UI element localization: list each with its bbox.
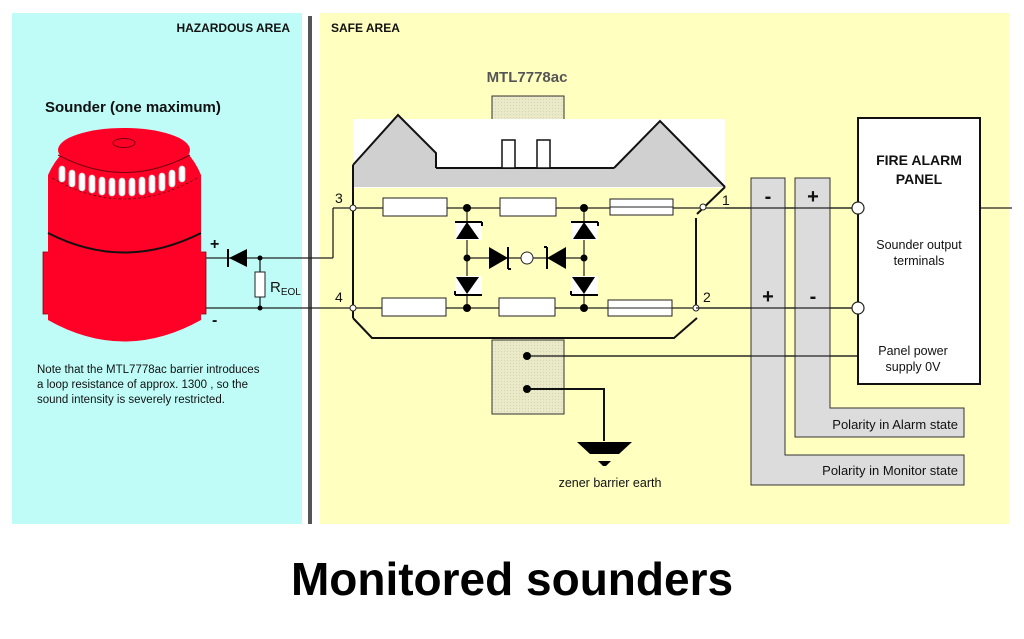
sounder-minus-label: - (212, 312, 217, 329)
resistor-icon (498, 297, 556, 317)
panel-power-1: Panel power (878, 344, 948, 358)
polarity-monitor: - + Polarity in Monitor state (750, 177, 965, 486)
terminal-3 (349, 204, 357, 212)
barrier-fuses (607, 198, 674, 317)
hazardous-area-label: HAZARDOUS AREA (176, 21, 290, 35)
terminal-4-label: 4 (335, 289, 343, 305)
safe-area-label: SAFE AREA (331, 21, 400, 35)
barrier-top-block (491, 95, 565, 121)
terminal-1-label: 1 (722, 192, 730, 208)
zener-diodes (454, 221, 599, 296)
earth-label: zener barrier earth (559, 476, 662, 490)
terminal-4 (349, 304, 357, 312)
panel-title-2: PANEL (896, 171, 943, 187)
eol-resistor-label: REOL (270, 279, 301, 298)
zener-diode-icon (455, 221, 483, 240)
sounder-label: Sounder (one maximum) (45, 99, 221, 116)
resistor-icon (499, 197, 557, 217)
note-line-2: a loop resistance of approx. 1300 , so t… (37, 379, 248, 391)
panel-title-1: FIRE ALARM (876, 152, 962, 168)
panel-terminal-positive (851, 201, 865, 215)
resistor-icon (382, 197, 448, 217)
note-line-1: Note that the MTL7778ac barrier introduc… (37, 364, 260, 376)
fire-alarm-panel (857, 117, 981, 385)
eol-resistor-icon (254, 271, 266, 298)
zener-diode-icon (489, 247, 511, 270)
note-line-3: sound intensity is severely restricted. (37, 394, 225, 406)
panel-power-2: supply 0V (886, 360, 942, 374)
monitor-bottom-sign: + (762, 286, 774, 308)
panel-terminals-2: terminals (894, 254, 945, 268)
note-text: Note that the MTL7778ac barrier introduc… (37, 364, 260, 406)
panel-terminals-1: Sounder output (876, 238, 962, 252)
junction-dots (463, 204, 588, 312)
zener-diode-icon (570, 276, 598, 296)
zener-diode-icon (454, 276, 482, 296)
barrier-name: MTL7778ac (487, 69, 568, 86)
sounder-icon (42, 128, 207, 342)
earth-ground-icon (577, 442, 632, 466)
alarm-top-sign: + (807, 186, 819, 208)
barrier-resistors (381, 197, 557, 317)
page-title: Monitored sounders (290, 553, 734, 605)
earth-node (520, 251, 534, 265)
terminal-2-label: 2 (703, 289, 711, 305)
barrier-outline (352, 113, 726, 339)
earth-block (491, 339, 565, 415)
terminal-3-label: 3 (335, 190, 343, 206)
monitor-top-sign: - (765, 186, 772, 208)
panel-terminal-negative (851, 301, 865, 315)
diode-icon (227, 249, 247, 267)
alarm-label: Polarity in Alarm state (832, 417, 958, 432)
sounder-plus-label: + (210, 236, 219, 253)
alarm-bottom-sign: - (810, 286, 817, 308)
monitor-label: Polarity in Monitor state (822, 463, 958, 478)
resistor-icon (381, 297, 447, 317)
area-divider (308, 16, 312, 524)
zener-diode-icon (571, 221, 599, 240)
terminal-1 (699, 203, 707, 211)
zener-diode-icon (544, 246, 566, 269)
